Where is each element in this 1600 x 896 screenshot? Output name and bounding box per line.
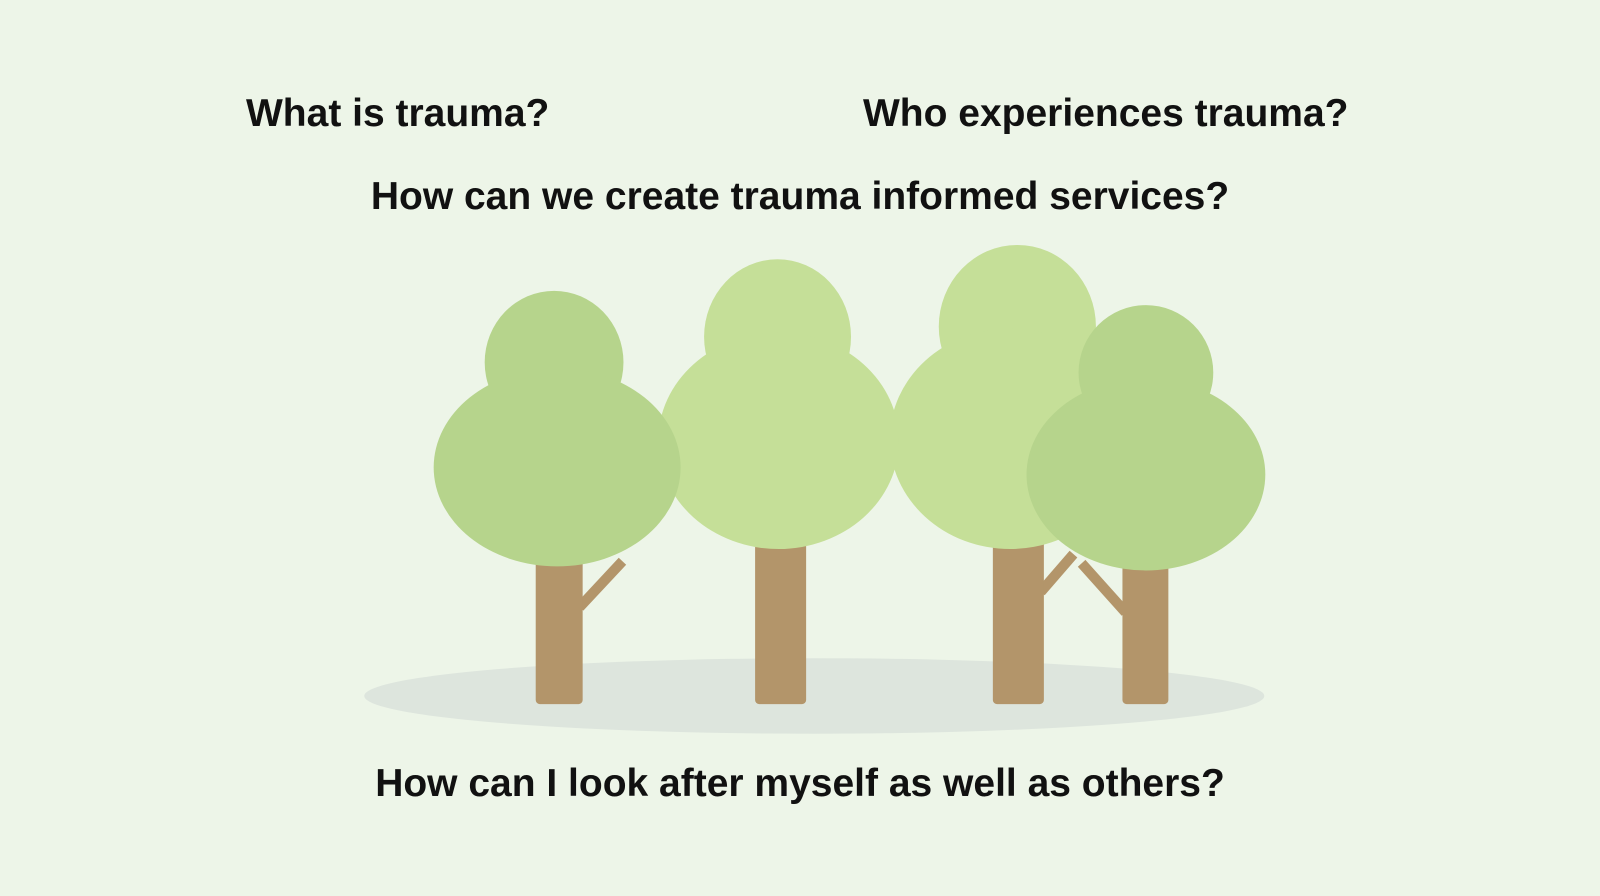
tree-2 — [658, 259, 899, 705]
tree-3 — [889, 244, 1131, 705]
question-look-after-myself: How can I look after myself as well as o… — [375, 762, 1225, 805]
question-what-is-trauma: What is trauma? — [246, 92, 550, 135]
question-who-experiences-trauma: Who experiences trauma? — [863, 92, 1349, 135]
question-trauma-informed-services: How can we create trauma informed servic… — [370, 175, 1230, 218]
tree-1 — [433, 290, 681, 705]
tree-4 — [1026, 305, 1266, 705]
